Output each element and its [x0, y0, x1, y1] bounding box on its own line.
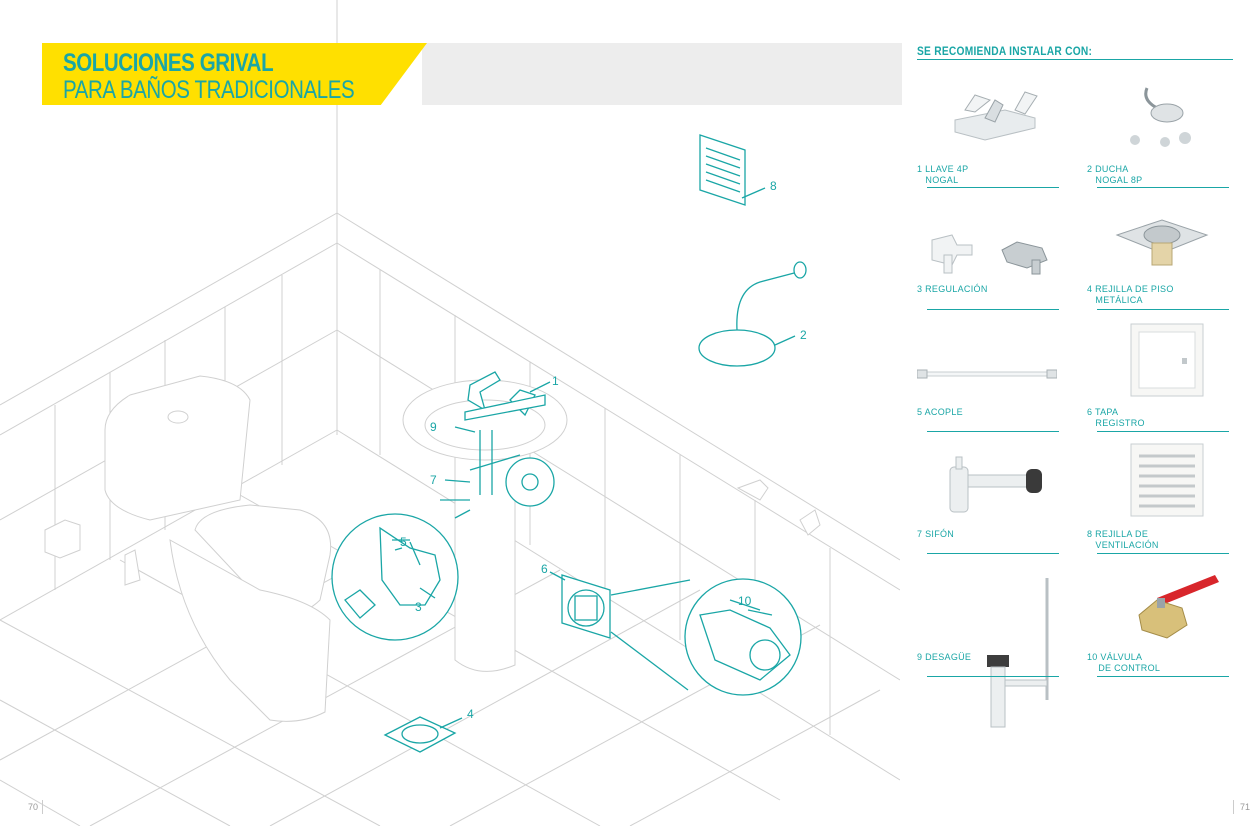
angle-valve-icon: [931, 234, 1048, 275]
product-label-2: 2 DUCHA NOGAL 8P: [1087, 164, 1143, 185]
callout-3: 3: [415, 600, 422, 614]
product-hose: 5 ACOPLE: [917, 330, 1067, 440]
vent-grille-icon: [1130, 443, 1204, 517]
callout-7: 7: [430, 473, 437, 487]
product-label-7: 7 SIFÓN: [917, 529, 955, 539]
product-label-8: 8 REJILLA DE VENTILACIÓN: [1087, 529, 1159, 550]
callout-4: 4: [467, 707, 474, 721]
page-number-left: 70: [28, 802, 39, 812]
shower-icon: [1130, 87, 1191, 147]
product-floor-drain: 4 REJILLA DE PISO METÁLICA: [1087, 205, 1237, 315]
product-label-10: 10 VÁLVULA DE CONTROL: [1087, 652, 1161, 673]
product-shower: 2 DUCHA NOGAL 8P: [1087, 80, 1237, 190]
callout-5: 5: [400, 535, 407, 549]
product-label-6: 6 TAPA REGISTRO: [1087, 407, 1145, 428]
recommend-rule: [917, 59, 1233, 60]
callout-1: 1: [552, 374, 559, 388]
callout-9: 9: [430, 420, 437, 434]
hose-icon: [917, 369, 1057, 379]
callout-8: 8: [770, 179, 777, 193]
product-regulation: 3 REGULACIÓN: [917, 205, 1067, 315]
product-label-1: 1 LLAVE 4P NOGAL: [917, 164, 969, 185]
product-rule: [1097, 187, 1229, 188]
page-subtitle: PARA BAÑOS TRADICIONALES: [63, 76, 355, 104]
product-faucet: 1 LLAVE 4P NOGAL: [917, 80, 1067, 190]
page-title: SOLUCIONES GRIVAL: [63, 49, 274, 77]
siphon-icon: [949, 456, 1042, 513]
product-siphon: 7 SIFÓN: [917, 450, 1067, 560]
access-panel-icon: [1130, 323, 1204, 397]
product-label-4: 4 REJILLA DE PISO METÁLICA: [1087, 284, 1174, 305]
product-drain-pipe: 9 DESAGÜE: [917, 570, 1067, 740]
drain-pipe-icon: [987, 578, 1049, 728]
title-banner: SOLUCIONES GRIVAL PARA BAÑOS TRADICIONAL…: [42, 43, 902, 105]
recommendation-panel: SE RECOMIENDA INSTALAR CON: 1 LLAVE 4P N…: [917, 0, 1237, 826]
product-rule: [1097, 431, 1229, 432]
product-rule: [1097, 309, 1229, 310]
product-label-5: 5 ACOPLE: [917, 407, 963, 417]
callout-10: 10: [738, 594, 752, 608]
page-divider-right: [1233, 800, 1234, 814]
product-ball-valve: 10 VÁLVULA DE CONTROL: [1087, 570, 1237, 680]
recommend-title: SE RECOMIENDA INSTALAR CON:: [917, 44, 1093, 58]
callout-2: 2: [800, 328, 807, 342]
product-rule: [927, 553, 1059, 554]
product-rule: [927, 187, 1059, 188]
title-banner-yellow: [42, 43, 427, 105]
product-label-9: 9 DESAGÜE: [917, 652, 972, 662]
product-vent-grille: 8 REJILLA DE VENTILACIÓN: [1087, 440, 1237, 560]
product-rule: [1097, 676, 1229, 677]
ball-valve-icon: [1138, 575, 1219, 639]
product-rule: [927, 431, 1059, 432]
floor-drain-icon: [1115, 219, 1209, 266]
product-rule: [927, 676, 1059, 677]
bathroom-illustration: 1 2 3 4 5 6 7 8 9 10: [0, 0, 900, 826]
page-divider-left: [42, 800, 43, 814]
callout-6: 6: [541, 562, 548, 576]
product-rule: [927, 309, 1059, 310]
faucet-icon: [954, 91, 1038, 141]
title-banner-grey: [422, 43, 902, 105]
product-access-panel: 6 TAPA REGISTRO: [1087, 320, 1237, 440]
page-number-right: 71: [1240, 802, 1250, 812]
left-page: 1 2 3 4 5 6 7 8 9 10 SOLUCIONES GRIVAL P…: [0, 0, 902, 826]
product-rule: [1097, 553, 1229, 554]
product-label-3: 3 REGULACIÓN: [917, 284, 988, 294]
